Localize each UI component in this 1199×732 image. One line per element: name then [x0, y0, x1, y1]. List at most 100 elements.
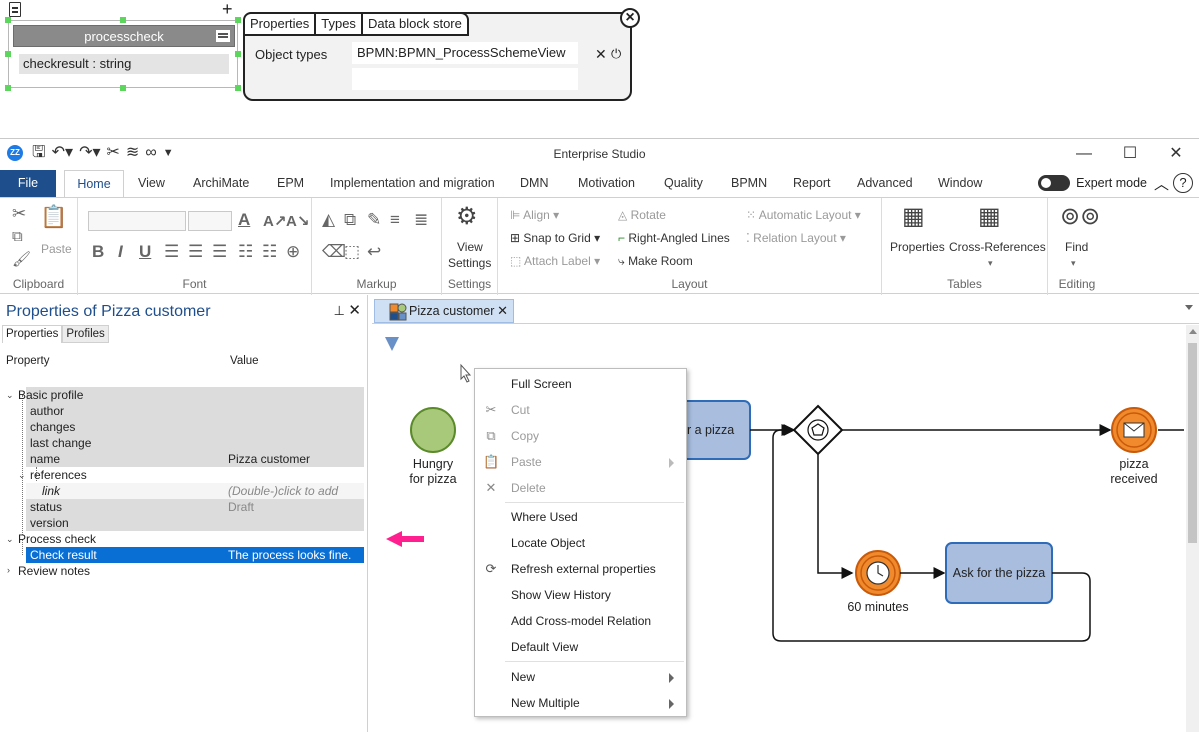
image-icon[interactable]: ⬚: [344, 242, 361, 261]
clear-format-icon[interactable]: ⌫: [322, 242, 347, 261]
shrink-font-icon[interactable]: A↘: [286, 213, 310, 230]
close-icon[interactable]: ×: [620, 8, 640, 28]
tab-overflow-icon[interactable]: [1185, 305, 1193, 310]
tab-window[interactable]: Window: [938, 176, 983, 190]
properties-table-icon[interactable]: ▦: [902, 203, 925, 230]
scissors-icon[interactable]: ✂: [106, 144, 120, 161]
filter-icon[interactable]: [385, 337, 399, 351]
property-check-result-value[interactable]: The process looks fine.: [228, 548, 352, 562]
grow-font-icon[interactable]: A↗: [263, 213, 287, 230]
paste-button[interactable]: Paste: [41, 242, 72, 256]
event-gateway[interactable]: [792, 404, 844, 456]
view-settings-icon[interactable]: ⚙: [456, 203, 478, 230]
redo-icon[interactable]: ↷▾: [79, 144, 101, 161]
line-width-icon[interactable]: ≡: [390, 210, 400, 229]
tab-epm[interactable]: EPM: [277, 176, 305, 190]
expand-icon[interactable]: ›: [7, 565, 10, 575]
selection-handle[interactable]: [5, 17, 11, 23]
underline-icon[interactable]: U: [139, 242, 152, 261]
close-panel-icon[interactable]: ✕: [348, 302, 361, 319]
property-last-change[interactable]: last change: [30, 436, 92, 450]
menu-item-add-cross-model-relation[interactable]: Add Cross-model Relation: [475, 608, 686, 634]
collapse-icon[interactable]: ⌄: [6, 534, 14, 544]
menu-item-refresh-external[interactable]: ⟳ Refresh external properties: [475, 556, 686, 582]
relation-layout-button[interactable]: ⁚ Relation Layout ▾: [746, 231, 846, 245]
plus-icon[interactable]: +: [222, 0, 233, 19]
menu-item-show-view-history[interactable]: Show View History: [475, 582, 686, 608]
property-version[interactable]: version: [30, 516, 69, 530]
align-right-icon[interactable]: ☰: [212, 242, 228, 261]
tree-basic-profile[interactable]: Basic profile: [18, 388, 84, 402]
expert-mode-toggle[interactable]: Expert mode: [1038, 175, 1147, 191]
tab-implementation[interactable]: Implementation and migration: [330, 176, 495, 190]
find-button[interactable]: Find: [1065, 240, 1089, 254]
remove-icon[interactable]: ✕: [595, 46, 607, 62]
scrollbar-thumb[interactable]: [1188, 343, 1197, 543]
cross-references-dropdown-icon[interactable]: ▾: [988, 258, 993, 268]
menu-item-paste[interactable]: 📋 Paste: [475, 449, 686, 475]
selection-handle[interactable]: [120, 85, 126, 91]
tree-references[interactable]: references: [30, 468, 87, 482]
document-tab[interactable]: Pizza customer ✕: [374, 299, 514, 323]
class-menu-icon[interactable]: [216, 30, 230, 42]
tab-advanced[interactable]: Advanced: [857, 176, 913, 190]
font-size-select[interactable]: [188, 211, 232, 231]
line-style-icon[interactable]: ≣: [414, 210, 429, 229]
find-dropdown-icon[interactable]: ▾: [1071, 258, 1076, 268]
view-settings-label-1[interactable]: View: [457, 240, 483, 254]
collapse-icon[interactable]: ⌄: [18, 470, 26, 480]
selection-handle[interactable]: [5, 51, 11, 57]
tree-process-check[interactable]: Process check: [18, 532, 97, 546]
document-icon[interactable]: [9, 2, 21, 17]
property-name[interactable]: name: [30, 452, 61, 466]
bold-icon[interactable]: B: [92, 242, 105, 261]
class-box[interactable]: processcheck checkresult : string: [8, 20, 238, 88]
tab-report[interactable]: Report: [793, 176, 831, 190]
tab-quality[interactable]: Quality: [664, 176, 703, 190]
undo-icon[interactable]: ↶▾: [51, 144, 74, 161]
menu-item-new-multiple[interactable]: New Multiple: [475, 690, 686, 716]
tab-view[interactable]: View: [138, 176, 165, 190]
align-left-icon[interactable]: ☰: [164, 242, 180, 261]
paste-icon[interactable]: 📋: [40, 204, 68, 229]
selection-handle[interactable]: [235, 85, 241, 91]
scroll-up-icon[interactable]: [1189, 329, 1197, 334]
start-event[interactable]: [410, 407, 456, 453]
line-color-icon[interactable]: ✎: [367, 210, 382, 229]
stack-icon[interactable]: ≋: [125, 144, 140, 161]
collapse-ribbon-icon[interactable]: ︿: [1153, 176, 1169, 193]
format-painter-icon[interactable]: 🖌: [12, 251, 32, 268]
view-settings-label-2[interactable]: Settings: [448, 256, 492, 270]
menu-item-locate-object[interactable]: Locate Object: [475, 530, 686, 556]
attach-label-button[interactable]: ⬚ Attach Label ▾: [510, 254, 601, 268]
tab-motivation[interactable]: Motivation: [578, 176, 635, 190]
align-center-icon[interactable]: ☰: [188, 242, 204, 261]
tree-review-notes[interactable]: Review notes: [18, 564, 91, 578]
menu-item-new[interactable]: New: [475, 664, 686, 690]
bullet-list-icon[interactable]: ☷: [238, 242, 254, 261]
property-changes[interactable]: changes: [30, 420, 76, 434]
snap-to-grid-button[interactable]: ⊞ Snap to Grid ▾: [510, 231, 601, 245]
reset-style-icon[interactable]: ↩: [367, 242, 382, 261]
tab-properties[interactable]: Properties: [2, 325, 63, 343]
binoculars-icon[interactable]: ⊚⊚: [1060, 203, 1101, 230]
close-tab-icon[interactable]: ✕: [497, 303, 508, 318]
save-icon[interactable]: 🖫: [32, 144, 46, 161]
tab-home[interactable]: Home: [64, 170, 124, 197]
object-types-empty-field[interactable]: [352, 68, 578, 90]
power-icon[interactable]: ⏻: [611, 46, 622, 61]
make-room-button[interactable]: ⤷ Make Room: [618, 254, 693, 268]
sequence-flow[interactable]: [817, 454, 854, 579]
menu-item-delete[interactable]: ✕ Delete: [475, 475, 686, 501]
property-status[interactable]: status: [30, 500, 63, 514]
object-types-value[interactable]: BPMN:BPMN_ProcessSchemeView: [352, 42, 578, 64]
italic-icon[interactable]: I: [118, 242, 123, 261]
font-color-icon[interactable]: A: [238, 210, 251, 229]
vertical-scrollbar[interactable]: [1186, 325, 1199, 732]
menu-item-default-view[interactable]: Default View: [475, 634, 686, 660]
cross-references-icon[interactable]: ▦: [978, 203, 1001, 230]
class-attribute[interactable]: checkresult : string: [19, 54, 229, 74]
tab-properties[interactable]: Properties: [243, 12, 317, 36]
selection-handle[interactable]: [235, 51, 241, 57]
app-logo[interactable]: ZZ: [7, 145, 23, 161]
